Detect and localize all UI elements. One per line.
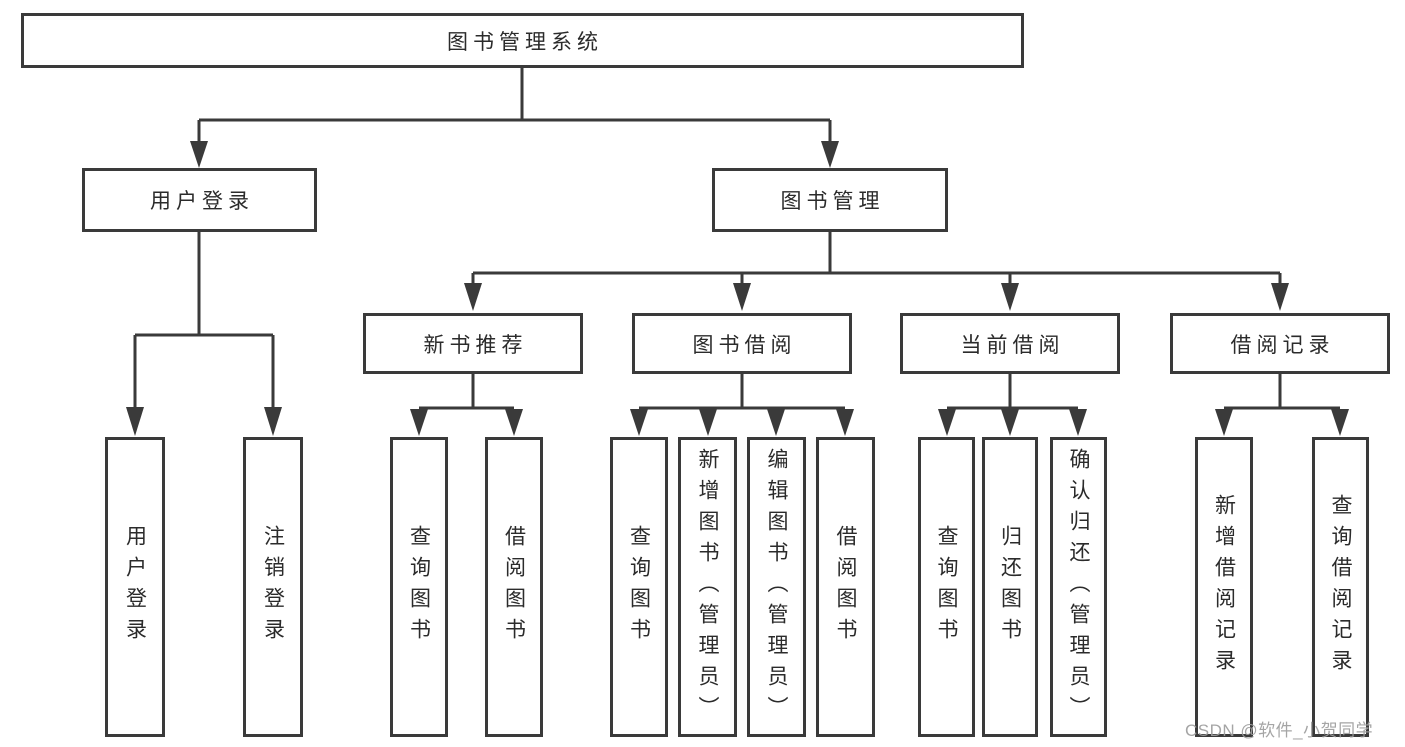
arrow-to-return-books [1001, 409, 1019, 436]
arrow-to-edit-books [767, 409, 785, 436]
node-book-borrow: 图书借阅 [632, 313, 852, 374]
node-edit-books-admin: 编辑图书（管理员） [747, 437, 806, 737]
node-root-label: 图书管理系统 [447, 30, 603, 54]
node-borrow-books-2-label: 借阅图书 [834, 525, 857, 649]
node-query-books-1-label: 查询图书 [407, 525, 431, 649]
node-logout-label: 注销登录 [261, 525, 285, 649]
node-query-books-3-label: 查询图书 [935, 525, 958, 649]
arrow-to-book-borrow [733, 283, 751, 311]
node-query-borrow-record: 查询借阅记录 [1312, 437, 1369, 737]
node-book-management: 图书管理 [712, 168, 948, 232]
arrow-to-add-borrow-record [1215, 409, 1233, 436]
node-confirm-return-admin-label: 确认归还（管理员） [1067, 447, 1090, 727]
connector-book-management-to-level3 [471, 232, 1282, 286]
node-query-books-3: 查询图书 [918, 437, 975, 737]
arrow-to-new-book-recommend [464, 283, 482, 311]
node-user-login-action: 用户登录 [105, 437, 165, 737]
arrow-to-current-borrow [1001, 283, 1019, 311]
node-query-books-1: 查询图书 [390, 437, 448, 737]
node-add-books-admin-label: 新增图书（管理员） [696, 447, 719, 727]
node-borrow-books-1: 借阅图书 [485, 437, 543, 737]
node-logout: 注销登录 [243, 437, 303, 737]
arrow-to-query-borrow-record [1331, 409, 1349, 436]
node-query-books-2: 查询图书 [610, 437, 668, 737]
csdn-watermark: CSDN @软件_小贺同学 [1185, 721, 1374, 740]
node-current-borrow: 当前借阅 [900, 313, 1120, 374]
arrow-to-borrow-books-1 [505, 409, 523, 436]
arrow-to-logout [264, 407, 282, 436]
node-confirm-return-admin: 确认归还（管理员） [1050, 437, 1107, 737]
connector-book-borrow-to-children [639, 374, 845, 410]
arrow-to-user-login-action [126, 407, 144, 436]
arrow-to-book-management [821, 141, 839, 168]
connector-borrow-records-to-children [1224, 374, 1340, 410]
arrow-to-user-login [190, 141, 208, 168]
node-add-borrow-record-label: 新增借阅记录 [1212, 494, 1236, 680]
connector-root-to-level2 [197, 68, 832, 143]
node-user-login-label: 用户登录 [150, 190, 254, 213]
connector-new-book-to-children [419, 374, 514, 410]
arrow-to-borrow-records [1271, 283, 1289, 311]
node-book-borrow-label: 图书借阅 [692, 333, 797, 357]
node-root: 图书管理系统 [21, 13, 1024, 68]
node-borrow-records-label: 借阅记录 [1230, 333, 1335, 357]
node-book-management-label: 图书管理 [780, 190, 885, 213]
arrow-to-query-books-2 [630, 409, 648, 436]
connector-current-borrow-to-children [947, 374, 1078, 410]
node-add-borrow-record: 新增借阅记录 [1195, 437, 1253, 737]
connector-user-login-to-children [133, 232, 275, 409]
node-query-borrow-record-label: 查询借阅记录 [1329, 494, 1352, 680]
node-return-books-label: 归还图书 [998, 525, 1022, 649]
arrow-to-add-books [699, 409, 717, 436]
node-query-books-2-label: 查询图书 [627, 525, 651, 649]
node-new-book-recommend-label: 新书推荐 [423, 333, 528, 357]
arrow-to-query-books-1 [410, 409, 428, 436]
arrow-to-query-books-3 [938, 409, 956, 436]
arrow-to-borrow-books-2 [836, 409, 854, 436]
node-new-book-recommend: 新书推荐 [363, 313, 583, 374]
node-borrow-records: 借阅记录 [1170, 313, 1390, 374]
node-edit-books-admin-label: 编辑图书（管理员） [765, 447, 788, 727]
arrow-to-confirm-return [1069, 409, 1087, 436]
node-add-books-admin: 新增图书（管理员） [678, 437, 737, 737]
node-current-borrow-label: 当前借阅 [960, 333, 1065, 357]
node-user-login: 用户登录 [82, 168, 317, 232]
node-user-login-action-label: 用户登录 [123, 525, 147, 649]
node-return-books: 归还图书 [982, 437, 1038, 737]
node-borrow-books-2: 借阅图书 [816, 437, 875, 737]
node-borrow-books-1-label: 借阅图书 [502, 525, 526, 649]
arrowheads [126, 141, 1349, 436]
